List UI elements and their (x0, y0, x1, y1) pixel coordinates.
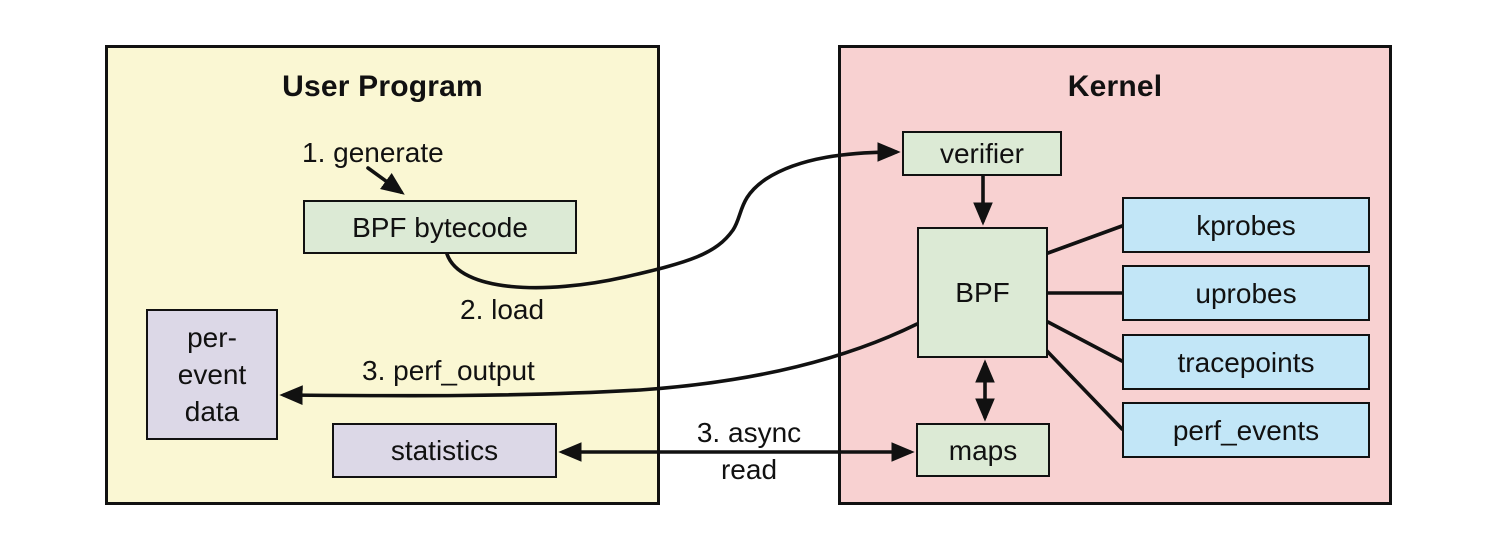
user-program-title: User Program (282, 70, 483, 103)
event-source-kprobes: kprobes (1122, 197, 1370, 253)
perf-events-label: perf_events (1172, 414, 1320, 446)
statistics-label: statistics (390, 435, 499, 466)
async-read-line1: 3. async (696, 417, 802, 448)
step-3-perf-output-label: 3. perf_output (362, 355, 535, 386)
verifier-label: verifier (939, 138, 1024, 169)
maps-label: maps (948, 434, 1018, 466)
event-source-tracepoints: tracepoints (1122, 334, 1370, 390)
event-source-perf-events: perf_events (1122, 402, 1370, 458)
maps-box: maps (916, 423, 1050, 477)
verifier-box: verifier (902, 131, 1062, 176)
per-event-data-label-line1: per- (187, 322, 237, 353)
event-source-uprobes: uprobes (1122, 265, 1370, 321)
step-3-async-read-label: 3. async read (674, 414, 824, 488)
bpf-label: BPF (955, 277, 1010, 308)
step-2-load-label: 2. load (460, 294, 545, 325)
tracepoints-label: tracepoints (1177, 346, 1315, 378)
bpf-bytecode-box: BPF bytecode (303, 200, 577, 254)
kprobes-label: kprobes (1196, 209, 1296, 241)
per-event-data-label-line3: data (184, 396, 240, 427)
uprobes-label: uprobes (1195, 277, 1297, 309)
kernel-title: Kernel (1067, 70, 1163, 103)
statistics-box: statistics (332, 423, 557, 478)
bpf-bytecode-label: BPF bytecode (352, 211, 528, 243)
async-read-line2: read (720, 454, 778, 485)
step-1-generate-label: 1. generate (302, 137, 444, 168)
per-event-data-box: per- event data (146, 309, 278, 440)
bpf-box: BPF (917, 227, 1048, 358)
per-event-data-label-line2: event (177, 359, 247, 390)
